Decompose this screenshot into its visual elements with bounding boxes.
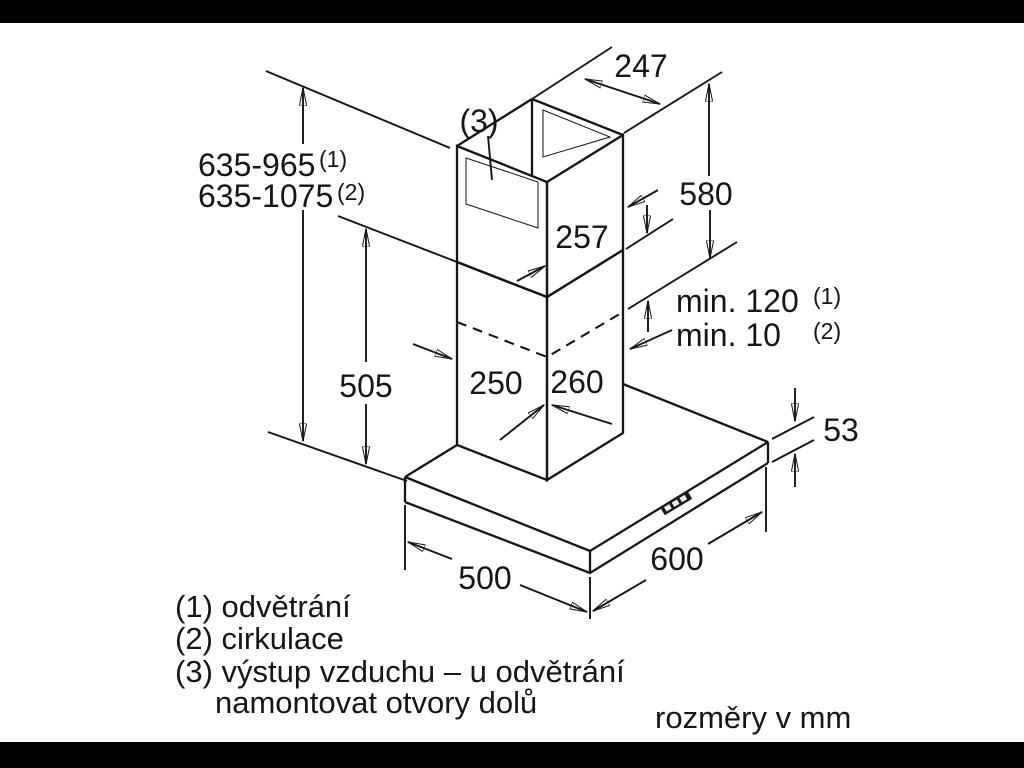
dim-upper-duct-width xyxy=(516,189,659,282)
letterbox-top xyxy=(0,0,1024,23)
min-overlap-recirc-sup: (2) xyxy=(813,318,841,344)
dim-duct-250-260 xyxy=(412,343,613,441)
chimney-lower-section xyxy=(455,247,625,483)
dim-body-depth xyxy=(408,541,587,613)
legend: (1) odvětrání (2) cirkulace (3) výstup v… xyxy=(175,589,851,735)
extension-lines xyxy=(265,46,815,619)
dim-lower-height-label: 505 xyxy=(339,368,392,404)
dim-duct-width-label: 260 xyxy=(550,364,603,400)
min-overlap-vented-label: min. 120 xyxy=(676,283,799,319)
legend-line-3: (3) výstup vzduchu – u odvětrání xyxy=(175,654,625,689)
legend-line-4: namontovat otvory dolů xyxy=(215,685,537,720)
telescopic-joint-dashed-line xyxy=(456,311,624,359)
legend-line-1: (1) odvětrání xyxy=(175,589,351,624)
callout-3-leader xyxy=(487,135,493,181)
min-overlap-vented-sup: (1) xyxy=(813,283,841,309)
dim-body-depth-label: 500 xyxy=(458,560,511,596)
dim-duct-depth-label: 250 xyxy=(469,365,522,401)
dim-upper-height-label: 580 xyxy=(679,176,732,212)
dim-upper-duct-height xyxy=(709,84,710,258)
hood-body xyxy=(403,382,770,575)
height-range-vented-label: 635-965 xyxy=(198,147,315,183)
dim-body-width xyxy=(593,511,762,612)
dim-top-depth xyxy=(585,78,660,105)
dim-upper-width-label: 257 xyxy=(555,219,608,255)
legend-line-2: (2) cirkulace xyxy=(175,621,344,656)
dim-min-overlap xyxy=(630,205,673,350)
dim-body-width-label: 600 xyxy=(650,541,703,577)
letterbox-bottom xyxy=(0,742,1024,768)
min-overlap-recirc-label: min. 10 xyxy=(676,317,781,353)
units-note: rozměry v mm xyxy=(655,700,851,735)
callout-3-label: (3) xyxy=(459,103,498,139)
height-range-recirc-sup: (2) xyxy=(337,179,365,205)
vent-slots-front-icon xyxy=(465,157,539,229)
height-range-recirc-label: 635-1075 xyxy=(198,178,333,214)
vent-slots-rear-icon xyxy=(542,109,612,158)
dim-top-depth-label: 247 xyxy=(614,48,667,84)
height-range-vented-sup: (1) xyxy=(319,146,347,172)
control-panel-buttons xyxy=(660,491,692,515)
dim-body-height-label: 53 xyxy=(823,412,859,448)
